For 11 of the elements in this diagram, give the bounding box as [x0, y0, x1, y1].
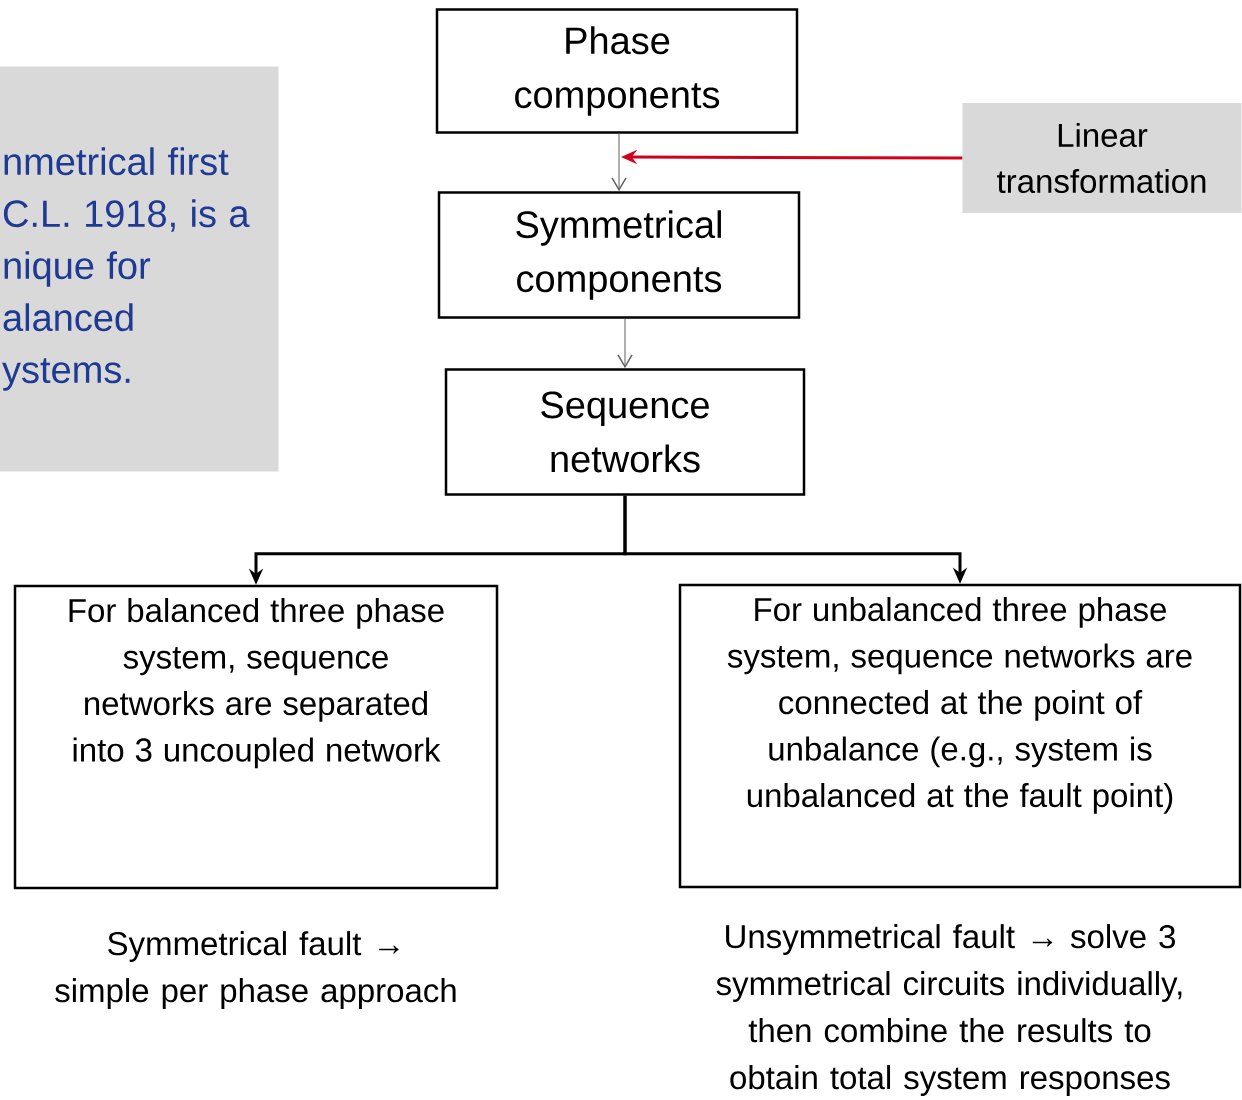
caption-text: Symmetrical fault → simple per phase approach [55, 931, 456, 1009]
result-box: For balanced three phase system, sequence networks are separated into 3 uncoupled network [13, 584, 499, 890]
process-box: Symmetrical components [437, 191, 801, 319]
arrow [617, 318, 633, 369]
result-box: For unbalanced three phase system, sequence networks are connected at the point of unbalance (e.g., system is unbalanced at the fault point) [678, 583, 1242, 889]
caption-text: Unsymmetrical fault → solve 3 symmetrical circuits individually, then combine the results to obtain total system responses [716, 924, 1182, 1096]
note-box: nmetrical first C.L. 1918, is a nique for alanced ystems. [0, 66, 279, 472]
process-box: Sequence networks [444, 368, 806, 496]
arrow [611, 133, 627, 192]
process-box: Phase components [435, 8, 799, 134]
note-box: Linear transformation [962, 103, 1242, 213]
